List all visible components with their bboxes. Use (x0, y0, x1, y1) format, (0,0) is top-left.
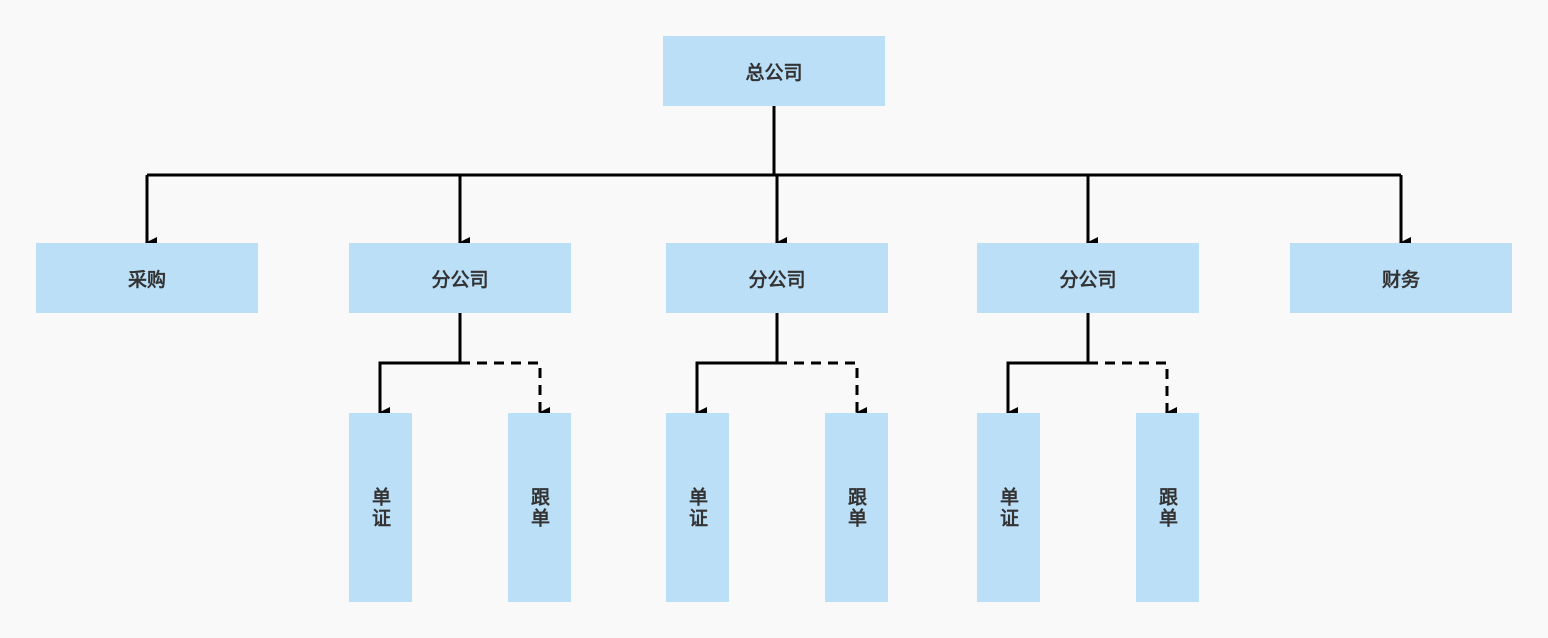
node-label: 分公司 (1059, 268, 1117, 291)
node-label: 采购 (127, 268, 166, 291)
node-head-office: 总公司 (663, 36, 885, 106)
node-label: 跟单 (845, 486, 867, 529)
node-label: 分公司 (748, 268, 806, 291)
node-finance: 财务 (1290, 243, 1512, 313)
edge-branch-2-doc (695, 313, 779, 419)
node-label: 分公司 (431, 268, 489, 291)
node-label: 单证 (369, 486, 391, 529)
node-label: 跟单 (1156, 486, 1178, 529)
node-label: 单证 (997, 486, 1019, 529)
node-branch-2: 分公司 (666, 243, 888, 313)
node-branch-2-order-follow: 跟单 (825, 413, 888, 602)
node-branch-3-documents: 单证 (977, 413, 1040, 602)
node-label: 单证 (686, 486, 708, 529)
node-branch-3: 分公司 (977, 243, 1199, 313)
node-label: 跟单 (528, 486, 550, 529)
node-branch-3-order-follow: 跟单 (1136, 413, 1199, 602)
edge-branch-1-follow (460, 361, 550, 419)
node-purchase: 采购 (36, 243, 258, 313)
edge-branch-3-doc (1006, 313, 1090, 419)
node-branch-1: 分公司 (349, 243, 571, 313)
edge-branch-3-follow (1088, 361, 1177, 419)
node-branch-1-documents: 单证 (349, 413, 412, 602)
node-branch-1-order-follow: 跟单 (508, 413, 571, 602)
node-label: 总公司 (745, 61, 803, 84)
node-label: 财务 (1381, 268, 1420, 291)
edge-branch-1-doc (378, 313, 462, 419)
node-branch-2-documents: 单证 (666, 413, 729, 602)
edge-branch-2-follow (777, 361, 867, 419)
